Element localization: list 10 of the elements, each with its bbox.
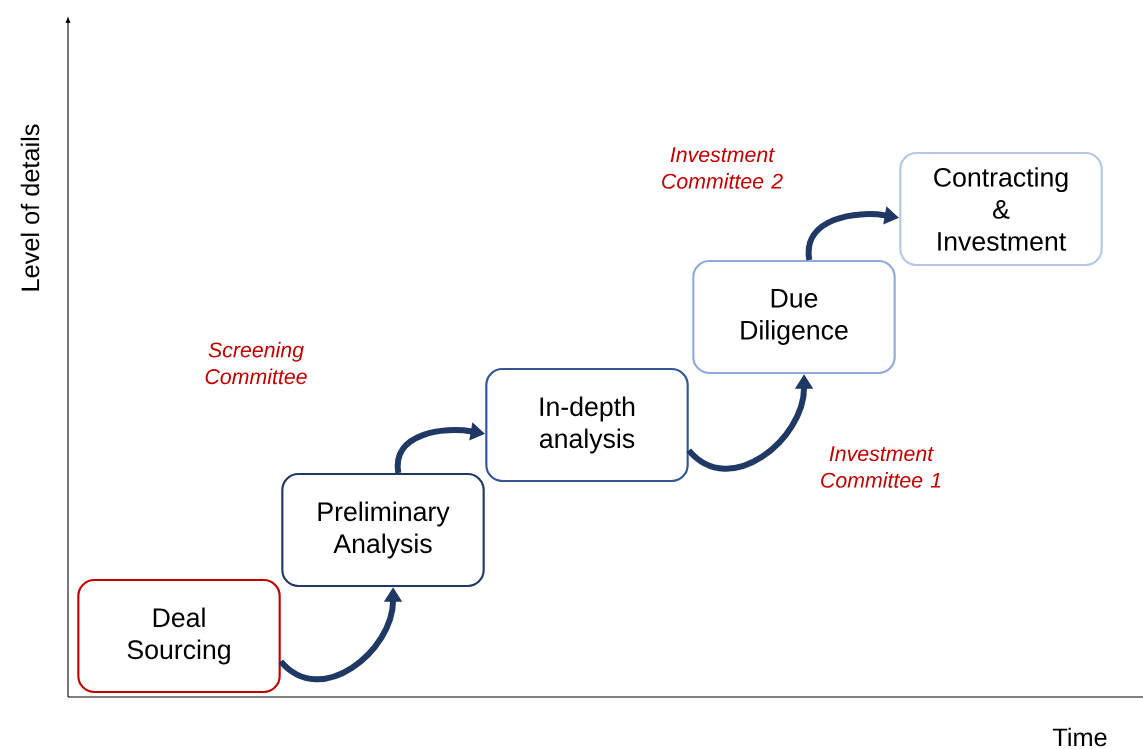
committee-label: Investment Committee 1 <box>821 446 941 488</box>
process-box: Deal Sourcing <box>77 578 281 694</box>
committee-label: Investment Committee 2 <box>662 147 783 189</box>
committee-label: Screening Committee <box>205 341 307 385</box>
process-box: In-depth analysis <box>485 367 689 483</box>
process-box: Preliminary Analysis <box>281 472 485 588</box>
axis-label: Level of details <box>20 124 40 291</box>
process-box: Contracting & Investment <box>899 151 1103 267</box>
axis-label: Time <box>1052 727 1107 747</box>
process-box: Due Diligence <box>692 259 896 375</box>
